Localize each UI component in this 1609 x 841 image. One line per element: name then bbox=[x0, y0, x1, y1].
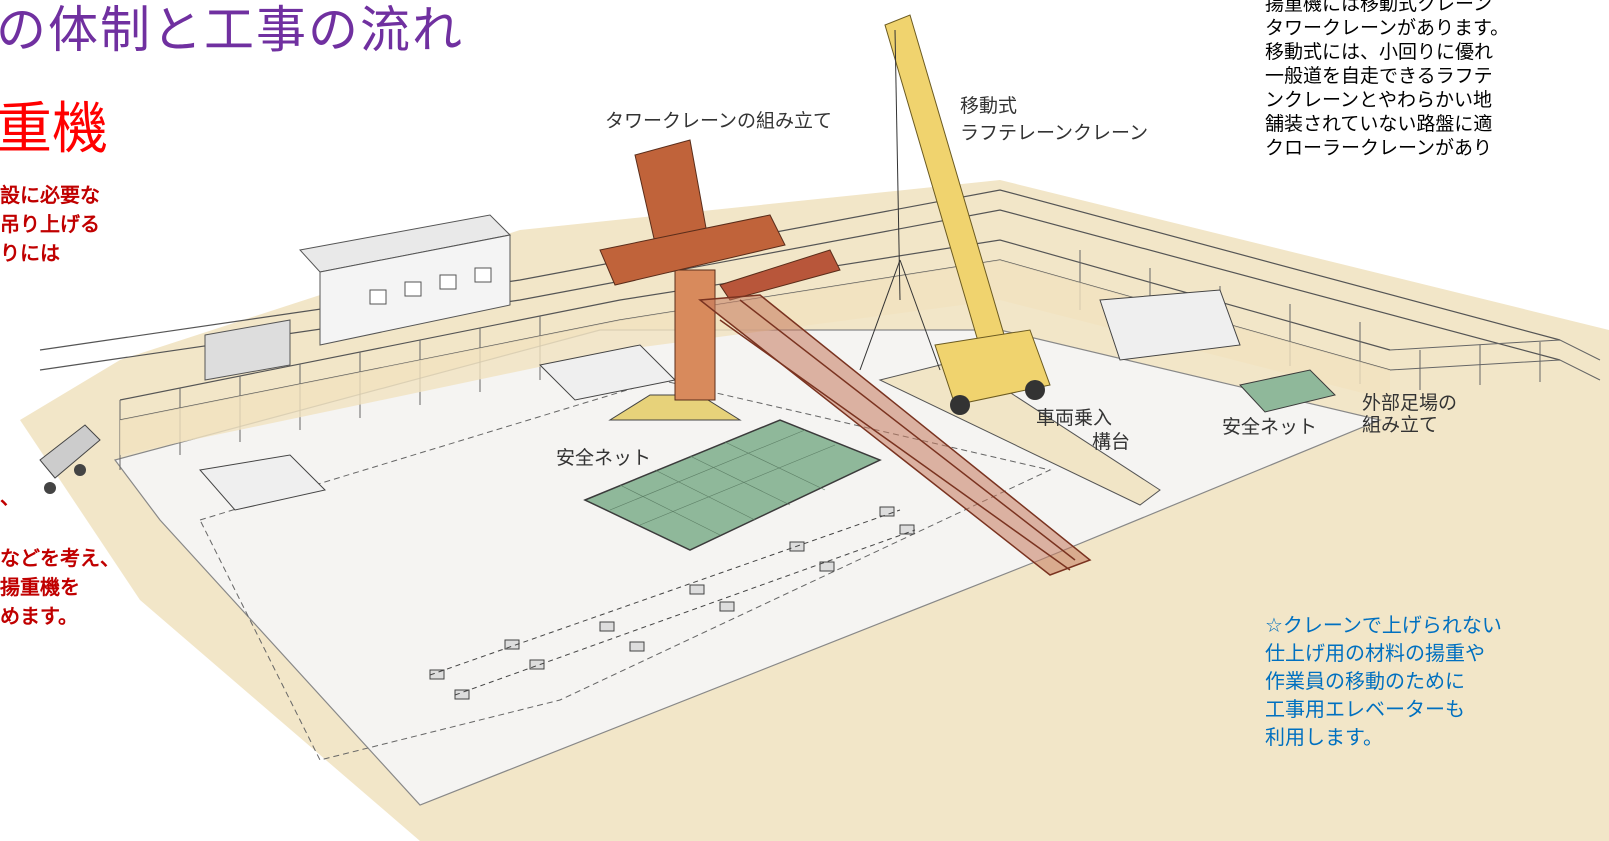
pit-right bbox=[1099, 289, 1241, 361]
note-line-4: 工事用エレベーターも bbox=[1265, 697, 1465, 721]
right-text-line-7: クローラークレーンがあり bbox=[1265, 137, 1493, 159]
label-scaffold-1: 外部足場の bbox=[1362, 392, 1458, 414]
pit-left bbox=[199, 454, 326, 511]
vehicle-ramp bbox=[878, 359, 1161, 506]
dump-truck bbox=[39, 424, 101, 494]
site-office bbox=[299, 214, 512, 346]
net-mesh-center bbox=[609, 429, 836, 536]
note-line-1: ☆クレーンで上げられない bbox=[1265, 613, 1502, 637]
label-safety-net-left: 安全ネット bbox=[556, 447, 652, 469]
note-line-2: 仕上げ用の材料の揚重や bbox=[1265, 641, 1485, 665]
right-text-line-2: タワークレーンがあります。 bbox=[1265, 17, 1510, 39]
footprint-dashed-line bbox=[199, 379, 1052, 761]
label-vehicle-stage-1: 車両乗入 bbox=[1036, 407, 1113, 429]
right-text-line-6: 舗装されていない路盤に適 bbox=[1265, 113, 1493, 135]
left-text-line-4: 、 bbox=[0, 485, 20, 509]
page-title: の体制と工事の流れ bbox=[0, 1, 464, 59]
label-tower-crane: タワークレーンの組み立て bbox=[605, 110, 833, 132]
right-text-line-3: 移動式には、小回りに優れ bbox=[1265, 41, 1494, 63]
right-text-line-5: ンクレーンとやわらかい地 bbox=[1265, 89, 1493, 111]
crane-boom-truss bbox=[698, 294, 1092, 576]
right-scaffold bbox=[1389, 339, 1601, 390]
left-text-line-5: などを考え、 bbox=[0, 546, 120, 570]
left-text-line-6: 揚重機を bbox=[0, 575, 80, 599]
footing-dashed-lines bbox=[429, 509, 916, 696]
left-text-line-7: めます。 bbox=[0, 604, 78, 628]
section-heading: 重機 bbox=[0, 97, 108, 162]
label-scaffold-2: 組み立て bbox=[1362, 414, 1439, 436]
label-mobile-crane-2: ラフテレーンクレーン bbox=[960, 122, 1149, 144]
note-line-5: 利用します。 bbox=[1265, 725, 1383, 749]
crane-slings bbox=[859, 259, 941, 371]
scaffold-band bbox=[120, 260, 1390, 455]
label-vehicle-stage-2: 構台 bbox=[1092, 431, 1131, 453]
mobile-crane bbox=[884, 14, 1051, 415]
label-safety-net-right: 安全ネット bbox=[1222, 416, 1318, 438]
left-text-line-3: りには bbox=[0, 241, 60, 265]
tower-crane bbox=[599, 139, 841, 421]
left-text-line-2: 吊り上げる bbox=[0, 212, 100, 236]
right-text-line-4: 一般道を自走できるラフテ bbox=[1265, 65, 1493, 87]
right-text-line-1: 揚重機には移動式クレーン bbox=[1265, 0, 1493, 15]
label-mobile-crane-1: 移動式 bbox=[960, 95, 1018, 117]
left-text-line-1: 設に必要な bbox=[0, 183, 100, 207]
note-line-3: 作業員の移動のために bbox=[1265, 669, 1465, 693]
storage-shed bbox=[204, 319, 291, 381]
safety-net-right bbox=[1239, 369, 1336, 413]
